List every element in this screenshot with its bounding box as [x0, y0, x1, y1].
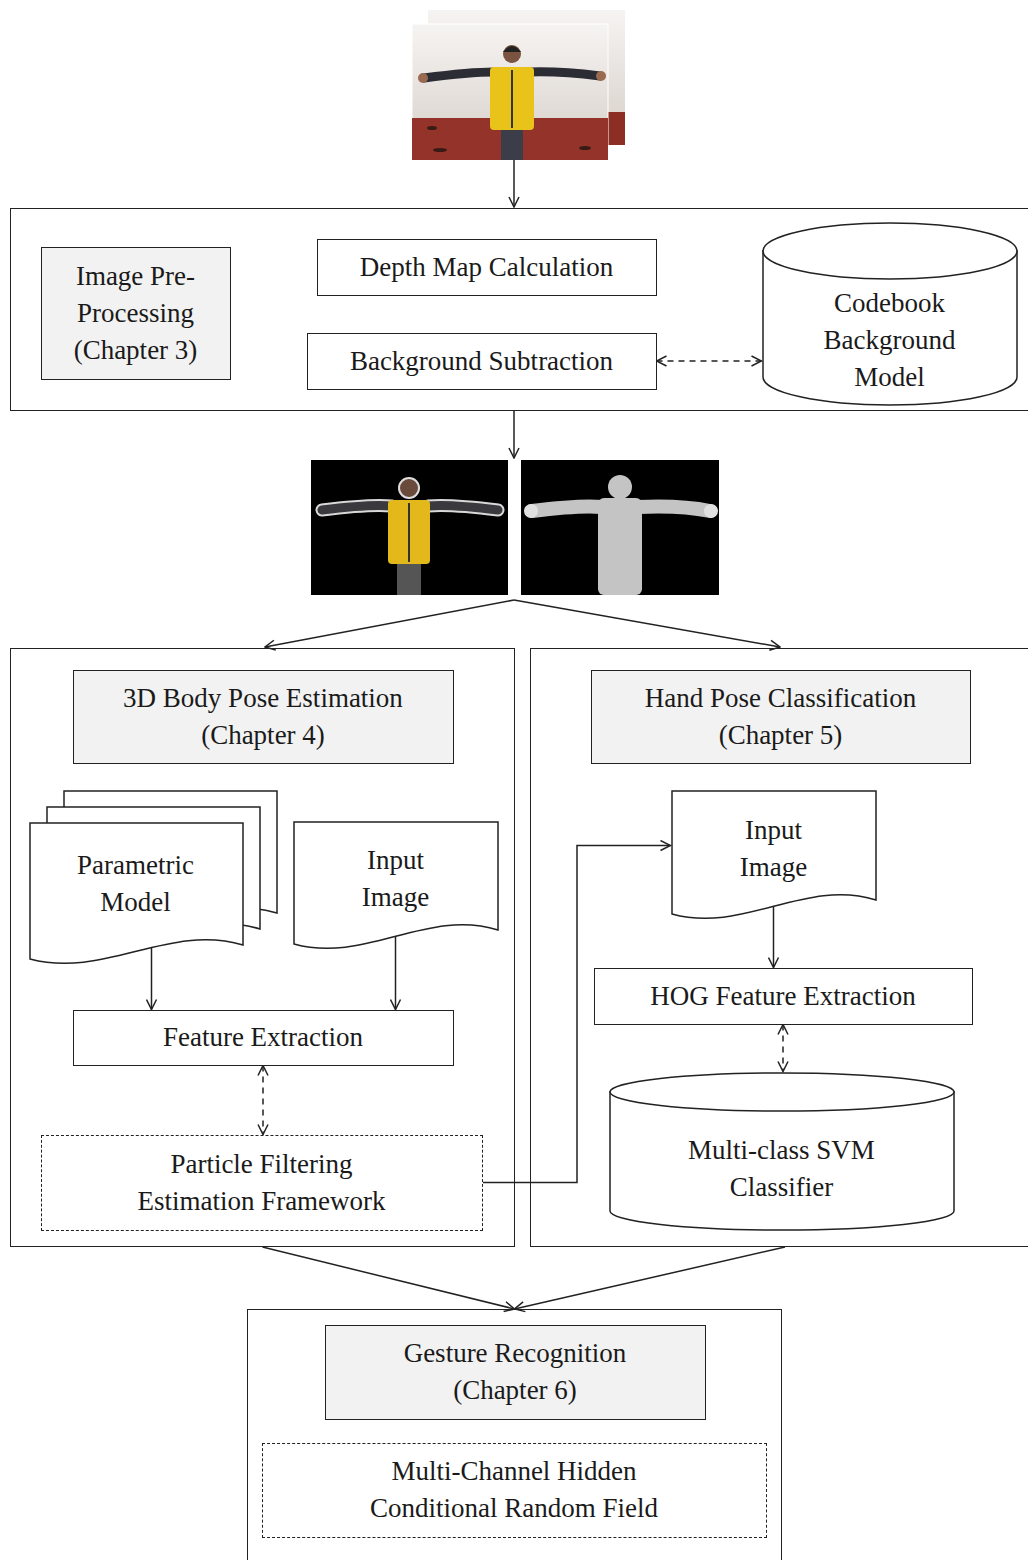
heading-box: Gesture Recognition (Chapter 6): [325, 1325, 706, 1420]
input-photo: [503, 46, 521, 52]
heading-box: Image Pre- Processing (Chapter 3): [41, 247, 231, 380]
segmented-image: [322, 506, 392, 511]
database-cylinder: Multi-class SVM Classifier: [609, 1072, 955, 1230]
text-area: Particle Filtering Estimation Framework: [42, 1136, 482, 1230]
connector-arrow: [262, 1066, 264, 1135]
node-text: Parametric Model: [61, 847, 211, 921]
document-stack: Parametric Model: [29, 790, 279, 975]
document-outline: [294, 822, 498, 948]
database-cylinder: Codebook Background Model: [762, 222, 1018, 405]
segmented-image: [388, 500, 430, 564]
segmented-image: [311, 460, 508, 595]
depth-map-image: [608, 475, 632, 499]
text-area: Multi-class SVM Classifier: [609, 1072, 955, 1230]
segmented-image: [428, 506, 498, 511]
cylinder-body: [610, 1091, 954, 1230]
connector-arrow: [773, 902, 775, 968]
node-text: Background Subtraction: [350, 343, 613, 380]
input-photo: [530, 72, 600, 76]
process-box: HOG Feature Extraction: [594, 968, 973, 1025]
segmented-image: [322, 506, 392, 511]
input-photo: [579, 146, 591, 150]
text-area: Input Image: [671, 790, 877, 930]
process-box: Background Subtraction: [307, 333, 657, 390]
text-area: Background Subtraction: [308, 334, 656, 389]
document-page: [30, 823, 243, 963]
document-shape: Input Image: [671, 790, 877, 930]
input-photo: [424, 72, 494, 78]
text-area: Multi-Channel Hidden Conditional Random …: [263, 1444, 766, 1537]
flow-arrow: [513, 160, 515, 207]
segmented-image: [428, 506, 498, 511]
depth-map-image: [598, 498, 642, 595]
connector-arrow: [657, 360, 762, 362]
section-panel: Gesture Recognition (Chapter 6) Multi-Cha…: [247, 1309, 782, 1560]
flow-arrow: [265, 600, 514, 647]
segmented-image: [397, 564, 421, 595]
depth-map-image: [704, 504, 718, 518]
node-text: Depth Map Calculation: [360, 249, 613, 286]
input-photo: [501, 128, 523, 160]
text-area: Input Image: [293, 821, 499, 960]
node-text: HOG Feature Extraction: [650, 978, 915, 1015]
heading-text: 3D Body Pose Estimation (Chapter 4): [113, 680, 413, 754]
depth-map-image: [521, 460, 719, 595]
heading-box: 3D Body Pose Estimation (Chapter 4): [73, 670, 454, 764]
node-text: Input Image: [346, 842, 446, 916]
process-box: Depth Map Calculation: [317, 239, 657, 296]
node-text: Multi-Channel Hidden Conditional Random …: [325, 1453, 703, 1527]
flow-arrow: [514, 600, 780, 647]
connector-arrow: [782, 1025, 784, 1072]
heading-text: Gesture Recognition (Chapter 6): [365, 1335, 665, 1409]
document-stack-outline: [29, 790, 279, 975]
connector-arrow: [515, 1247, 786, 1309]
node-text: Feature Extraction: [163, 1019, 363, 1056]
input-photo: [427, 126, 437, 130]
text-area: Feature Extraction: [74, 1011, 453, 1065]
section-panel: Image Pre- Processing (Chapter 3) Depth M…: [10, 208, 1028, 411]
document-shape: Input Image: [293, 821, 499, 960]
framework-box: Multi-Channel Hidden Conditional Random …: [262, 1443, 767, 1538]
section-panel: Hand Pose Classification (Chapter 5) Inpu…: [530, 648, 1028, 1247]
text-area: Parametric Model: [29, 790, 279, 975]
heading-text: Image Pre- Processing (Chapter 3): [51, 258, 221, 369]
text-area: Depth Map Calculation: [318, 240, 656, 295]
connector-arrow: [263, 1247, 515, 1309]
segmented-image: [408, 503, 410, 562]
segmented-image: [311, 460, 508, 595]
node-text: Particle Filtering Estimation Framework: [132, 1146, 392, 1220]
flow-arrow: [513, 411, 515, 458]
input-photo: [418, 73, 428, 83]
depth-map-image: [532, 507, 602, 512]
framework-box: Particle Filtering Estimation Framework: [41, 1135, 483, 1231]
text-area: Codebook Background Model: [762, 222, 1018, 405]
depth-map-image: [521, 460, 719, 595]
input-photo: [433, 148, 447, 152]
input-photo: [596, 71, 606, 81]
node-text: Input Image: [724, 812, 824, 886]
process-box: Feature Extraction: [73, 1010, 454, 1066]
depth-map-image: [638, 507, 710, 512]
depth-map-image: [524, 504, 538, 518]
input-photo: [490, 67, 534, 130]
connector-arrow: [395, 932, 397, 1010]
heading-text: Hand Pose Classification (Chapter 5): [631, 680, 931, 754]
node-text: Codebook Background Model: [815, 285, 965, 396]
flow-arrow: [265, 160, 780, 647]
input-photo: [503, 45, 521, 63]
node-text: Multi-class SVM Classifier: [682, 1132, 882, 1206]
input-photo: [412, 24, 608, 160]
input-photo: [511, 70, 513, 128]
text-area: HOG Feature Extraction: [595, 969, 972, 1024]
document-outline: [672, 791, 876, 918]
section-panel: 3D Body Pose Estimation (Chapter 4) Param…: [10, 648, 515, 1247]
cylinder-top: [610, 1073, 954, 1111]
segmented-image: [399, 478, 419, 498]
cylinder-top: [763, 223, 1017, 279]
heading-box: Hand Pose Classification (Chapter 5): [591, 670, 971, 764]
input-photo: [412, 10, 625, 160]
connector-arrow: [151, 945, 153, 1010]
